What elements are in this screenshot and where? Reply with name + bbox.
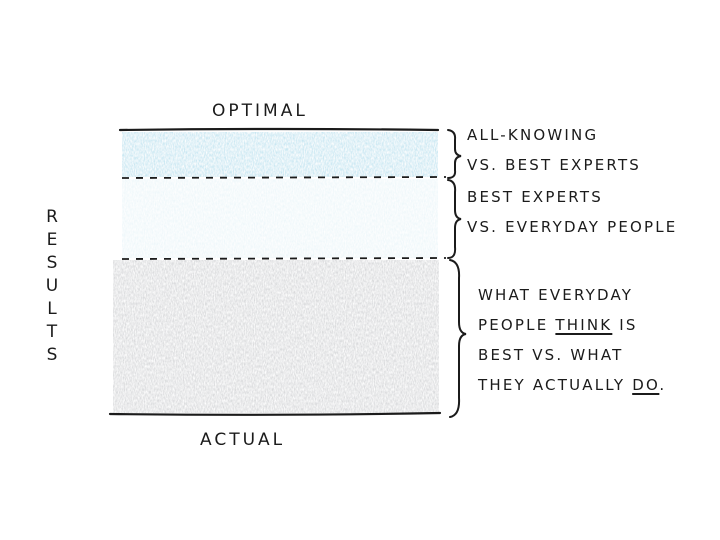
band-3-label: WHAT EVERYDAY PEOPLE THINK IS BEST VS. WHA… (478, 280, 666, 400)
band-2-label-line: VS. EVERYDAY PEOPLE (467, 218, 678, 236)
actual-line (108, 411, 442, 416)
band-3-label-line: THEY ACTUALLY DO. (478, 376, 667, 394)
emphasized-word: THINK (555, 316, 613, 334)
band-1-label-line: VS. BEST EXPERTS (467, 156, 642, 174)
band-3-label-line: BEST VS. WHAT (478, 346, 624, 364)
axis-label-results-letter: R (46, 207, 58, 227)
optimal-line (118, 127, 440, 132)
band-1-label: ALL-KNOWING VS. BEST EXPERTS (467, 120, 641, 180)
band-3-label-line: WHAT EVERYDAY (478, 286, 634, 304)
emphasized-word: DO (632, 376, 660, 394)
band-3-fill (113, 260, 439, 413)
divider-line-1 (121, 176, 447, 179)
axis-label-optimal: OPTIMAL (212, 101, 308, 121)
band-3-label-line: PEOPLE THINK IS (478, 316, 638, 334)
axis-label-results-letter: T (46, 322, 58, 342)
axis-label-actual: ACTUAL (200, 430, 286, 450)
brace-2 (447, 179, 462, 259)
band-2-label: BEST EXPERTS VS. EVERYDAY PEOPLE (467, 182, 677, 242)
divider-line-2 (121, 257, 447, 260)
brace-3 (449, 259, 467, 418)
axis-label-results-letter: U (45, 276, 59, 296)
brace-1 (447, 129, 462, 179)
axis-label-results-letter: L (47, 299, 57, 319)
band-1-label-line: ALL-KNOWING (467, 126, 599, 144)
axis-label-results-letter: E (46, 230, 58, 250)
band-1-fill (122, 132, 438, 177)
band-2-fill (122, 179, 438, 258)
axis-label-results-letter: S (46, 253, 58, 273)
axis-label-results-letter: S (46, 345, 58, 365)
band-2-label-line: BEST EXPERTS (467, 188, 603, 206)
